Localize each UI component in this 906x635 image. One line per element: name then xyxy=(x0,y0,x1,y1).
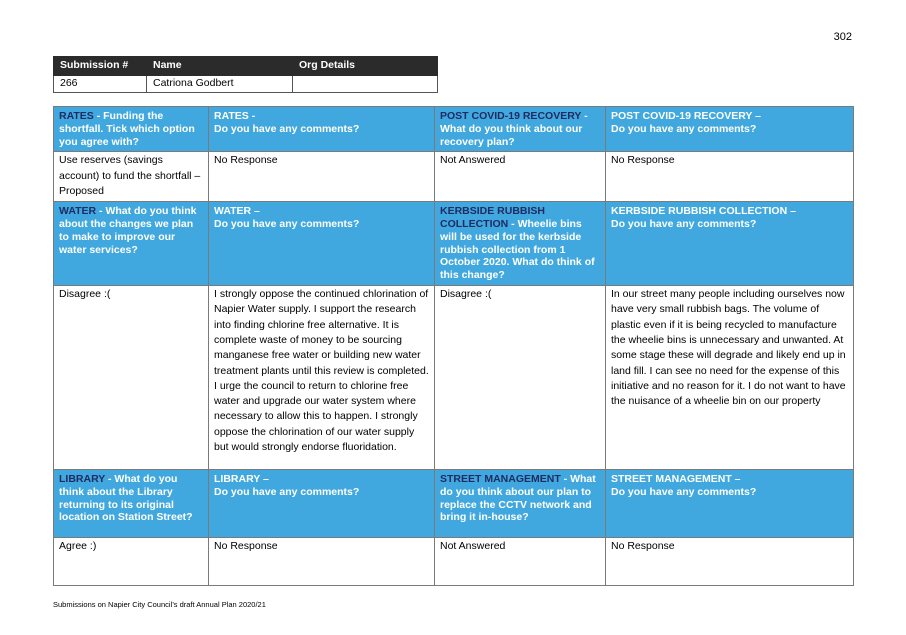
question-topic: STREET MANAGEMENT xyxy=(440,473,561,486)
question-topic: RATES xyxy=(59,110,94,122)
question-kerbside-comments: KERBSIDE RUBBISH COLLECTION –Do you have… xyxy=(605,201,854,287)
question-street-cctv: STREET MANAGEMENT - What do you think ab… xyxy=(434,469,606,539)
answer-row-water: Disagree :( I strongly oppose the contin… xyxy=(53,285,854,471)
question-topic: LIBRARY – xyxy=(214,473,269,486)
question-topic: WATER – xyxy=(214,205,260,218)
org-details-value xyxy=(292,75,438,93)
question-text: - Funding the shortfall. Tick which opti… xyxy=(59,110,195,148)
answer-rates-comments: No Response xyxy=(208,151,435,203)
question-text: Do you have any comments? xyxy=(611,122,757,135)
question-library-location: LIBRARY - What do you think about the Li… xyxy=(53,469,209,539)
question-topic: WATER xyxy=(59,205,97,218)
question-row-rates: RATES - Funding the shortfall. Tick whic… xyxy=(53,105,854,153)
question-topic: KERBSIDE RUBBISH COLLECTION xyxy=(440,205,546,231)
question-text: Do you have any comments? xyxy=(611,485,757,498)
question-text: - What do you think about our plan to re… xyxy=(440,473,596,524)
submitter-value-row: 266 Catriona Godbert xyxy=(53,75,438,93)
question-text: - What do you think about the changes we… xyxy=(59,205,197,256)
answer-library-location: Agree :) xyxy=(53,537,209,587)
submission-number-value: 266 xyxy=(53,75,147,93)
answer-kerbside-change: Disagree :( xyxy=(434,285,606,471)
name-value: Catriona Godbert xyxy=(146,75,293,93)
question-row-library: LIBRARY - What do you think about the Li… xyxy=(53,469,854,539)
answer-water-comments: I strongly oppose the continued chlorina… xyxy=(208,285,435,471)
answer-rates-funding: Use reserves (savings account) to fund t… xyxy=(53,151,209,203)
question-text: - What do you think about the Library re… xyxy=(59,473,193,524)
question-kerbside-change: KERBSIDE RUBBISH COLLECTION - Wheelie bi… xyxy=(434,201,606,287)
document-footer: Submissions on Napier City Council’s dra… xyxy=(53,600,266,609)
question-water-comments: WATER –Do you have any comments? xyxy=(208,201,435,287)
question-text: Do you have any comments? xyxy=(214,485,360,498)
question-covid-comments: POST COVID-19 RECOVERY –Do you have any … xyxy=(605,105,854,153)
question-topic: POST COVID-19 RECOVERY xyxy=(440,110,582,122)
question-library-comments: LIBRARY –Do you have any comments? xyxy=(208,469,435,539)
question-topic: STREET MANAGEMENT – xyxy=(611,473,741,486)
question-rates-funding: RATES - Funding the shortfall. Tick whic… xyxy=(53,105,209,153)
question-topic: POST COVID-19 RECOVERY – xyxy=(611,110,761,122)
answer-covid-recovery: Not Answered xyxy=(434,151,606,203)
question-rates-comments: RATES -Do you have any comments? xyxy=(208,105,435,153)
answer-street-cctv: Not Answered xyxy=(434,537,606,587)
question-text: Do you have any comments? xyxy=(214,122,360,135)
submission-table: RATES - Funding the shortfall. Tick whic… xyxy=(53,105,854,587)
name-header: Name xyxy=(146,56,293,76)
submitter-table: Submission # Name Org Details 266 Catrio… xyxy=(53,56,438,93)
question-street-comments: STREET MANAGEMENT –Do you have any comme… xyxy=(605,469,854,539)
question-covid-recovery: POST COVID-19 RECOVERY - What do you thi… xyxy=(434,105,606,153)
question-row-water: WATER - What do you think about the chan… xyxy=(53,201,854,287)
question-water-changes: WATER - What do you think about the chan… xyxy=(53,201,209,287)
question-text: Do you have any comments? xyxy=(611,218,757,231)
answer-row-rates: Use reserves (savings account) to fund t… xyxy=(53,151,854,203)
question-text: - What do you think about our recovery p… xyxy=(440,110,588,148)
question-text: - Wheelie bins will be used for the kerb… xyxy=(440,218,595,282)
answer-row-library: Agree :) No Response Not Answered No Res… xyxy=(53,537,854,587)
org-details-header: Org Details xyxy=(292,56,438,76)
answer-library-comments: No Response xyxy=(208,537,435,587)
question-text: Do you have any comments? xyxy=(214,218,360,231)
submission-number-header: Submission # xyxy=(53,56,147,76)
question-topic: LIBRARY xyxy=(59,473,106,486)
question-topic: RATES - xyxy=(214,110,256,122)
question-topic: KERBSIDE RUBBISH COLLECTION – xyxy=(611,205,796,218)
answer-covid-comments: No Response xyxy=(605,151,854,203)
submitter-header-row: Submission # Name Org Details xyxy=(53,56,438,76)
answer-street-comments: No Response xyxy=(605,537,854,587)
answer-water-changes: Disagree :( xyxy=(53,285,209,471)
page-number: 302 xyxy=(833,31,852,43)
answer-kerbside-comments: In our street many people including ours… xyxy=(605,285,854,471)
